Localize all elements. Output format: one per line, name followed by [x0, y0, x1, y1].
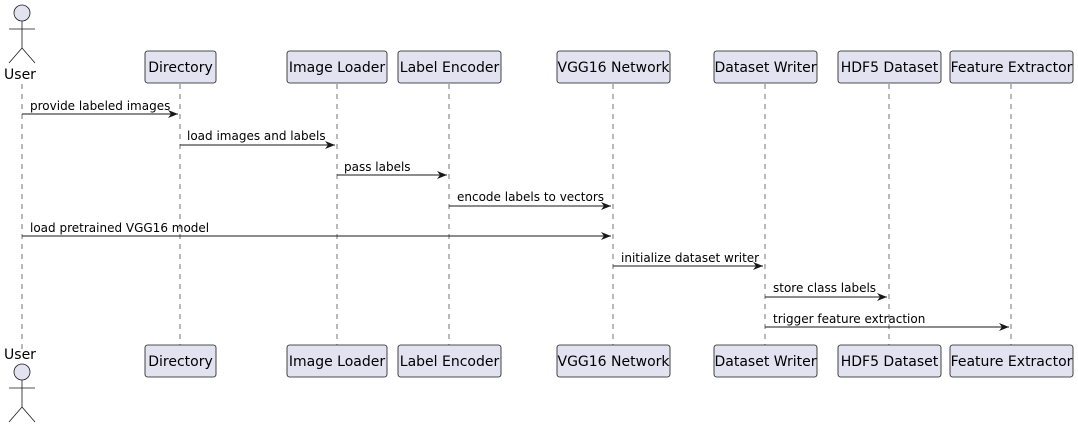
message-arrow: load images and labels — [180, 129, 335, 149]
svg-text:Image Loader: Image Loader — [289, 354, 385, 370]
svg-text:Label Encoder: Label Encoder — [400, 354, 500, 370]
svg-text:Image Loader: Image Loader — [289, 60, 385, 76]
participant-feature-extractor-top: Feature Extractor — [949, 50, 1074, 84]
message-arrow: initialize dataset writer — [613, 251, 763, 270]
message-arrow: pass labels — [337, 160, 447, 179]
svg-text:Dataset Writer: Dataset Writer — [715, 354, 817, 370]
participant-dataset-writer-bottom: Dataset Writer — [713, 344, 818, 378]
participant-image-loader-top: Image Loader — [286, 50, 388, 84]
participant-hdf5-dataset-bottom: HDF5 Dataset — [837, 344, 942, 378]
svg-text:HDF5 Dataset: HDF5 Dataset — [841, 60, 939, 76]
actor-label-bottom: User — [4, 347, 36, 363]
svg-text:Label Encoder: Label Encoder — [400, 60, 500, 76]
participant-feature-extractor-bottom: Feature Extractor — [949, 344, 1074, 378]
svg-text:VGG16 Network: VGG16 Network — [558, 354, 671, 370]
message-label: encode labels to vectors — [457, 190, 604, 204]
svg-text:Directory: Directory — [148, 354, 213, 370]
svg-text:Dataset Writer: Dataset Writer — [715, 60, 817, 76]
message-arrow: encode labels to vectors — [449, 190, 611, 210]
participant-dataset-writer-top: Dataset Writer — [713, 50, 818, 84]
participant-vgg16-network-bottom: VGG16 Network — [556, 344, 671, 378]
participant-directory-top: Directory — [144, 50, 217, 84]
message-arrow: load pretrained VGG16 model — [22, 221, 611, 240]
svg-text:HDF5 Dataset: HDF5 Dataset — [841, 354, 939, 370]
message-label: trigger feature extraction — [773, 312, 925, 326]
message-arrow: trigger feature extraction — [765, 312, 1009, 331]
message-label: pass labels — [344, 160, 411, 174]
message-label: load pretrained VGG16 model — [30, 221, 209, 235]
stick-figure-actor-icon — [8, 4, 36, 64]
svg-text:Directory: Directory — [148, 60, 213, 76]
actor-label-top: User — [4, 67, 36, 83]
svg-text:VGG16 Network: VGG16 Network — [558, 60, 671, 76]
participant-label-encoder-top: Label Encoder — [397, 50, 502, 84]
message-arrow: provide labeled images — [22, 99, 178, 118]
participant-image-loader-bottom: Image Loader — [286, 344, 388, 378]
participant-label-encoder-bottom: Label Encoder — [397, 344, 502, 378]
message-label: provide labeled images — [30, 99, 170, 113]
message-label: store class labels — [773, 281, 876, 295]
participant-hdf5-dataset-top: HDF5 Dataset — [837, 50, 942, 84]
participant-vgg16-network-top: VGG16 Network — [556, 50, 671, 84]
participant-directory-bottom: Directory — [144, 344, 217, 378]
svg-text:Feature Extractor: Feature Extractor — [951, 354, 1073, 370]
message-arrow: store class labels — [765, 281, 887, 301]
svg-text:Feature Extractor: Feature Extractor — [951, 60, 1073, 76]
message-label: initialize dataset writer — [621, 251, 759, 265]
message-label: load images and labels — [187, 129, 326, 143]
stick-figure-actor-icon — [8, 363, 36, 423]
